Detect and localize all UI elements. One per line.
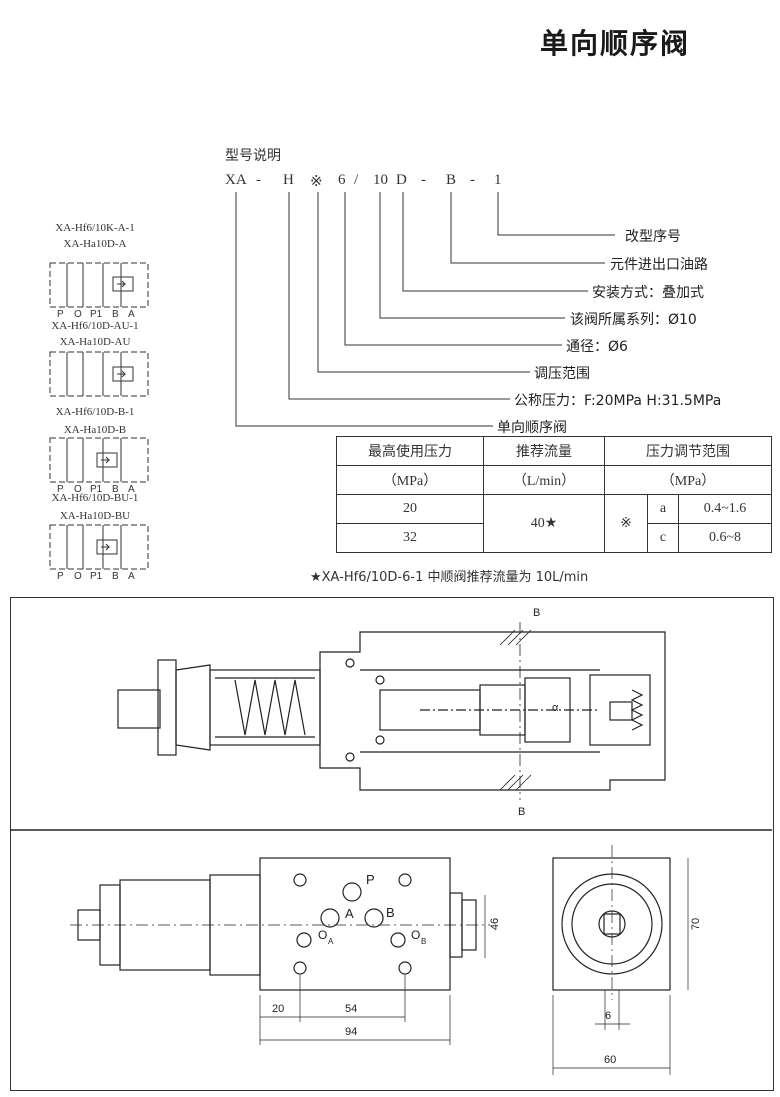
- code-xa: XA: [225, 172, 247, 188]
- symbol-2-name2: XA-Ha10D-AU: [59, 336, 131, 348]
- code-mark: ※: [310, 174, 323, 190]
- col1-unit: （MPa）: [336, 465, 484, 495]
- symbol-3-name1: XA-Hf6/10D-B-1: [55, 406, 135, 418]
- port-ob-label: O: [411, 928, 421, 942]
- dim-46: 46: [489, 917, 502, 931]
- sym4-port-p1: P1: [90, 571, 103, 582]
- col3-unit: （MPa）: [604, 465, 772, 495]
- leader-lines: [235, 192, 615, 427]
- sym1-port-o: O: [74, 309, 82, 320]
- port-a-label: A: [345, 906, 354, 921]
- col2-header: 推荐流量: [483, 436, 605, 466]
- code-1: 1: [494, 172, 502, 188]
- desc-mounting: 安装方式：叠加式: [592, 285, 704, 301]
- dim-20: 20: [272, 1003, 285, 1015]
- desc-ports: 元件进出口油路: [610, 257, 708, 273]
- port-oa-sub: A: [328, 937, 334, 946]
- dim-6: 6: [605, 1010, 612, 1022]
- symbol-4-name1: XA-Hf6/10D-BU-1: [51, 492, 139, 504]
- drawing-frame: [10, 597, 774, 1091]
- desc-size: 通径：Ø6: [566, 339, 628, 355]
- desc-revision: 改型序号: [625, 229, 681, 245]
- range-mark: ※: [604, 494, 648, 553]
- flow-value: 40★: [483, 494, 605, 553]
- desc-pressure-range: 调压范围: [534, 366, 590, 382]
- model-label: 型号说明: [225, 148, 281, 164]
- port-oa-label: O: [318, 928, 328, 942]
- dim-70: 70: [690, 917, 703, 931]
- range-a-value: 0.4~1.6: [678, 494, 772, 524]
- desc-nominal-pressure: 公称压力：F:20MPa H:31.5MPa: [514, 393, 722, 409]
- port-b-label: B: [386, 905, 395, 920]
- port-p-label: P: [366, 872, 375, 887]
- symbol-1-name2: XA-Ha10D-A: [63, 238, 127, 250]
- code-b: B: [446, 172, 457, 188]
- desc-series: 该阀所属系列：Ø10: [570, 312, 697, 328]
- sym1-port-b: B: [112, 309, 119, 320]
- col3-header: 压力调节范围: [604, 436, 772, 466]
- code-dash-3: -: [470, 172, 475, 188]
- pressure-32: 32: [336, 523, 484, 553]
- code-10: 10: [373, 172, 388, 188]
- sym3-port-o: O: [74, 484, 82, 495]
- code-dash-1: -: [256, 172, 261, 188]
- hydraulic-symbols: [49, 262, 149, 570]
- range-c-code: c: [647, 523, 679, 553]
- sym1-port-a: A: [128, 309, 135, 320]
- page-title: 单向顺序阀: [540, 27, 691, 60]
- code-dash-2: -: [421, 172, 426, 188]
- symbol-3-name2: XA-Ha10D-B: [63, 424, 127, 436]
- range-c-value: 0.6~8: [678, 523, 772, 553]
- dim-54: 54: [345, 1003, 358, 1015]
- footnote: ★XA-Hf6/10D-6-1 中顺阀推荐流量为 10L/min: [310, 570, 589, 585]
- symbol-2-name1: XA-Hf6/10D-AU-1: [51, 320, 139, 332]
- sym1-port-p1: P1: [90, 309, 103, 320]
- sym4-port-o: O: [74, 571, 82, 582]
- desc-valve-type: 单向顺序阀: [497, 420, 567, 436]
- alpha-label: α: [552, 702, 559, 714]
- code-d: D: [396, 172, 407, 188]
- sym3-port-a: A: [128, 484, 135, 495]
- sym4-port-p: P: [57, 571, 64, 582]
- sym4-port-b: B: [112, 571, 119, 582]
- sym3-port-p1: P1: [90, 484, 103, 495]
- sym3-port-p: P: [57, 484, 64, 495]
- sym1-port-p: P: [57, 309, 64, 320]
- port-ob-sub: B: [421, 937, 427, 946]
- symbol-1-name1: XA-Hf6/10K-A-1: [55, 222, 135, 234]
- code-h: H: [283, 172, 294, 188]
- spec-table: 最高使用压力 推荐流量 压力调节范围 （MPa） （L/min） （MPa） 2…: [336, 436, 772, 553]
- dim-60: 60: [604, 1054, 617, 1066]
- dim-94: 94: [345, 1026, 358, 1038]
- section-label-top: B: [533, 607, 541, 619]
- sym4-port-a: A: [128, 571, 135, 582]
- section-label-bottom: B: [518, 806, 526, 818]
- symbol-4-name2: XA-Ha10D-BU: [59, 510, 131, 522]
- code-slash: /: [354, 172, 359, 188]
- sym3-port-b: B: [112, 484, 119, 495]
- code-6: 6: [338, 172, 346, 188]
